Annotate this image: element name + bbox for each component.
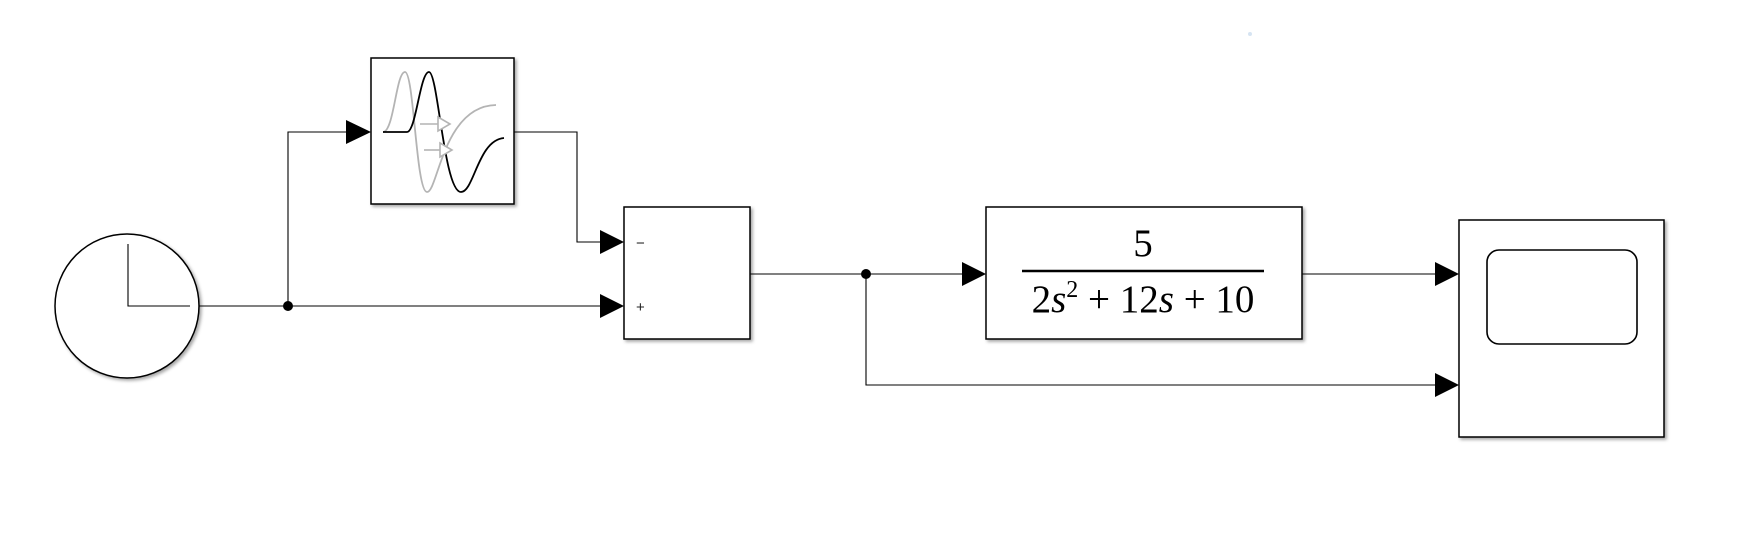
sum-block[interactable]: − + (623, 206, 751, 340)
clock-block[interactable] (54, 233, 200, 379)
transport-delay-wave-icon (382, 71, 505, 193)
canvas-speck (1248, 32, 1252, 36)
transfer-function-block[interactable]: 5 2s2 + 12s + 10 (985, 206, 1303, 340)
arrowhead-sum-plus (600, 294, 624, 318)
tf-numerator: 5 (1133, 222, 1153, 265)
line-error-to-scope[interactable] (865, 274, 1435, 386)
arrowhead-scope-in-1 (1435, 262, 1459, 286)
branch-point-clock (283, 301, 293, 311)
clock-icon (127, 244, 190, 307)
arrowhead-scope-in-2 (1435, 373, 1459, 397)
branch-point-error (861, 269, 871, 279)
arrowhead-tf-in (962, 262, 986, 286)
line-delay-to-sum-minus[interactable] (514, 131, 600, 243)
line-clock-to-delay[interactable] (287, 131, 346, 306)
scope-screen-icon (1486, 249, 1638, 345)
tf-denominator: 2s2 + 12s + 10 (1032, 277, 1255, 321)
arrowhead-sum-minus (600, 230, 624, 254)
sum-sign-plus: + (636, 299, 645, 316)
scope-block[interactable] (1458, 219, 1665, 438)
arrowhead-delay-in (346, 120, 371, 144)
transport-delay-block[interactable] (370, 57, 515, 205)
arrowheads (346, 120, 1459, 397)
signal-lines (199, 131, 1435, 386)
sum-sign-minus: − (636, 235, 645, 252)
